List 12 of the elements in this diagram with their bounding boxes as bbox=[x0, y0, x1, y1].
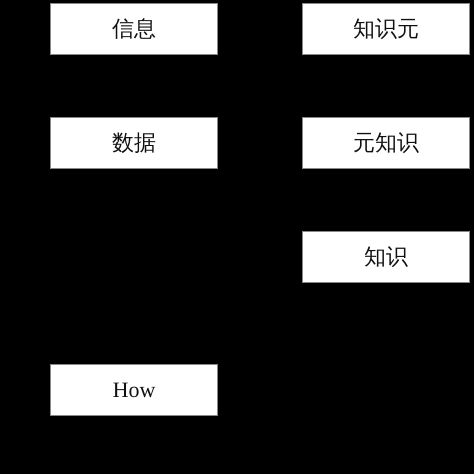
box-label: How bbox=[112, 377, 156, 403]
text-box bbox=[302, 117, 470, 169]
text-box bbox=[302, 3, 470, 55]
box-label: 信息 bbox=[112, 15, 156, 43]
box-label: 元知识 bbox=[353, 129, 419, 157]
text-box bbox=[50, 117, 218, 169]
box-label: 数据 bbox=[112, 129, 156, 157]
box-label: 知识元 bbox=[353, 15, 419, 43]
text-box bbox=[50, 3, 218, 55]
text-box bbox=[50, 364, 218, 416]
text-box bbox=[302, 231, 470, 283]
box-label: 知识 bbox=[364, 243, 408, 271]
